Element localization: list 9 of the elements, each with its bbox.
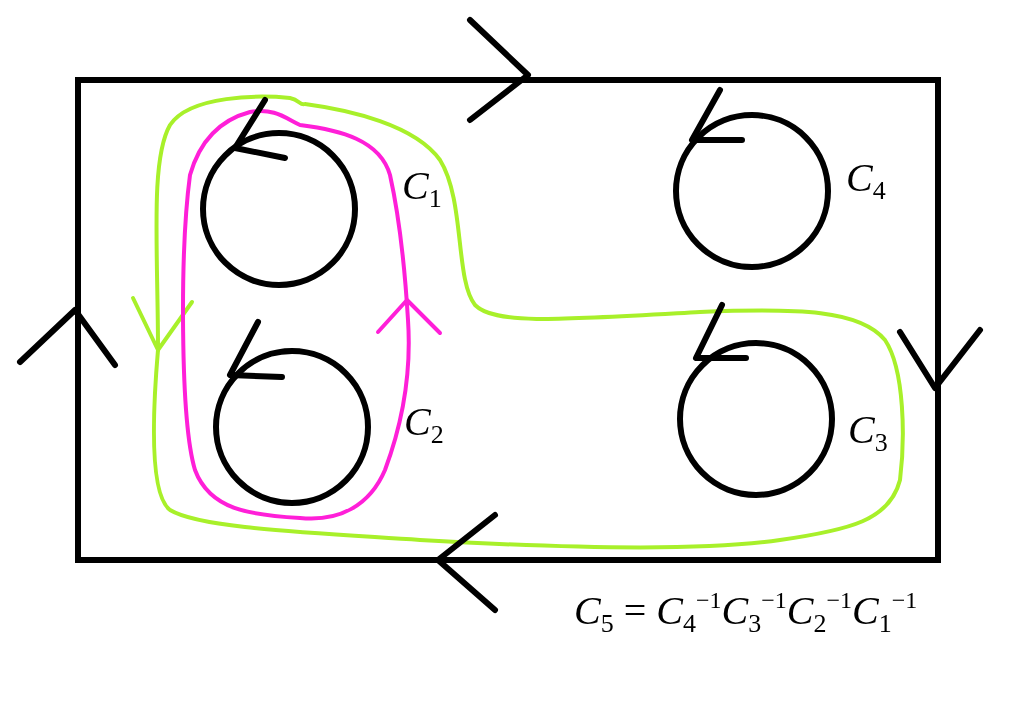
curve-label: C$_{4}$: [846, 158, 886, 204]
circle: [200, 130, 358, 288]
circle: [673, 112, 831, 270]
circle: [677, 340, 835, 498]
curve-label: C$_{3}$: [848, 410, 888, 456]
circle: [213, 348, 371, 506]
curve-label: C$_{1}$: [402, 166, 442, 212]
curve-label: C$_{2}$: [404, 402, 444, 448]
rectangle-frame: [75, 77, 941, 563]
